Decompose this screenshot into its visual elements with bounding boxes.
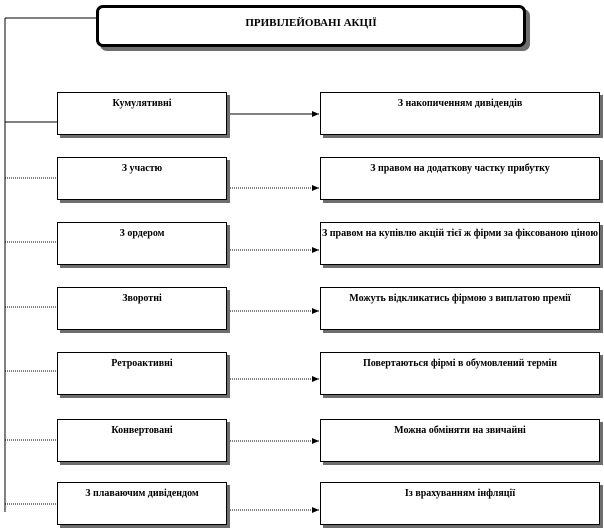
type-box-participating: З участю xyxy=(57,157,227,200)
description-label: З накопиченням дивідендів xyxy=(397,98,523,109)
type-box-callable: Зворотні xyxy=(57,287,227,330)
type-label: З участю xyxy=(121,163,163,174)
type-label: Зворотні xyxy=(122,293,162,304)
description-box-exchangeable: Можна обміняти на звичайні xyxy=(320,419,600,462)
type-label: Ретроактивні xyxy=(111,358,173,369)
description-box-accumulated-dividends: З накопиченням дивідендів xyxy=(320,92,600,135)
type-label: Конвертовані xyxy=(111,425,173,436)
description-label: З правом на додаткову частку прибутку xyxy=(370,163,550,174)
type-box-cumulative: Кумулятивні xyxy=(57,92,227,135)
description-label: Можуть відкликатись фірмою з виплатою пр… xyxy=(349,293,571,304)
diagram-title: ПРИВІЛЕЙОВАНІ АКЦІЇ xyxy=(245,17,377,29)
type-label: З ордером xyxy=(119,228,165,239)
type-box-floating-dividend: З плаваючим дивідендом xyxy=(57,482,227,525)
type-label: З плаваючим дивідендом xyxy=(85,488,199,499)
type-box-warrant: З ордером xyxy=(57,222,227,265)
type-box-retroactive: Ретроактивні xyxy=(57,352,227,395)
description-label: Із врахуванням інфляції xyxy=(404,488,516,499)
description-box-purchase-right: З правом на купівлю акцій тієї ж фірми з… xyxy=(320,222,600,265)
title-box: ПРИВІЛЕЙОВАНІ АКЦІЇ xyxy=(96,5,526,47)
description-label: Можна обміняти на звичайні xyxy=(394,425,526,436)
description-box-extra-profit-share: З правом на додаткову частку прибутку xyxy=(320,157,600,200)
description-box-inflation-adjusted: Із врахуванням інфляції xyxy=(320,482,600,525)
type-label: Кумулятивні xyxy=(112,98,172,109)
description-label: З правом на купівлю акцій тієї ж фірми з… xyxy=(322,228,598,239)
type-box-convertible: Конвертовані xyxy=(57,419,227,462)
description-box-returned-in-term: Повертаються фірмі в обумовлений термін xyxy=(320,352,600,395)
description-box-recall-with-premium: Можуть відкликатись фірмою з виплатою пр… xyxy=(320,287,600,330)
description-label: Повертаються фірмі в обумовлений термін xyxy=(362,358,558,369)
